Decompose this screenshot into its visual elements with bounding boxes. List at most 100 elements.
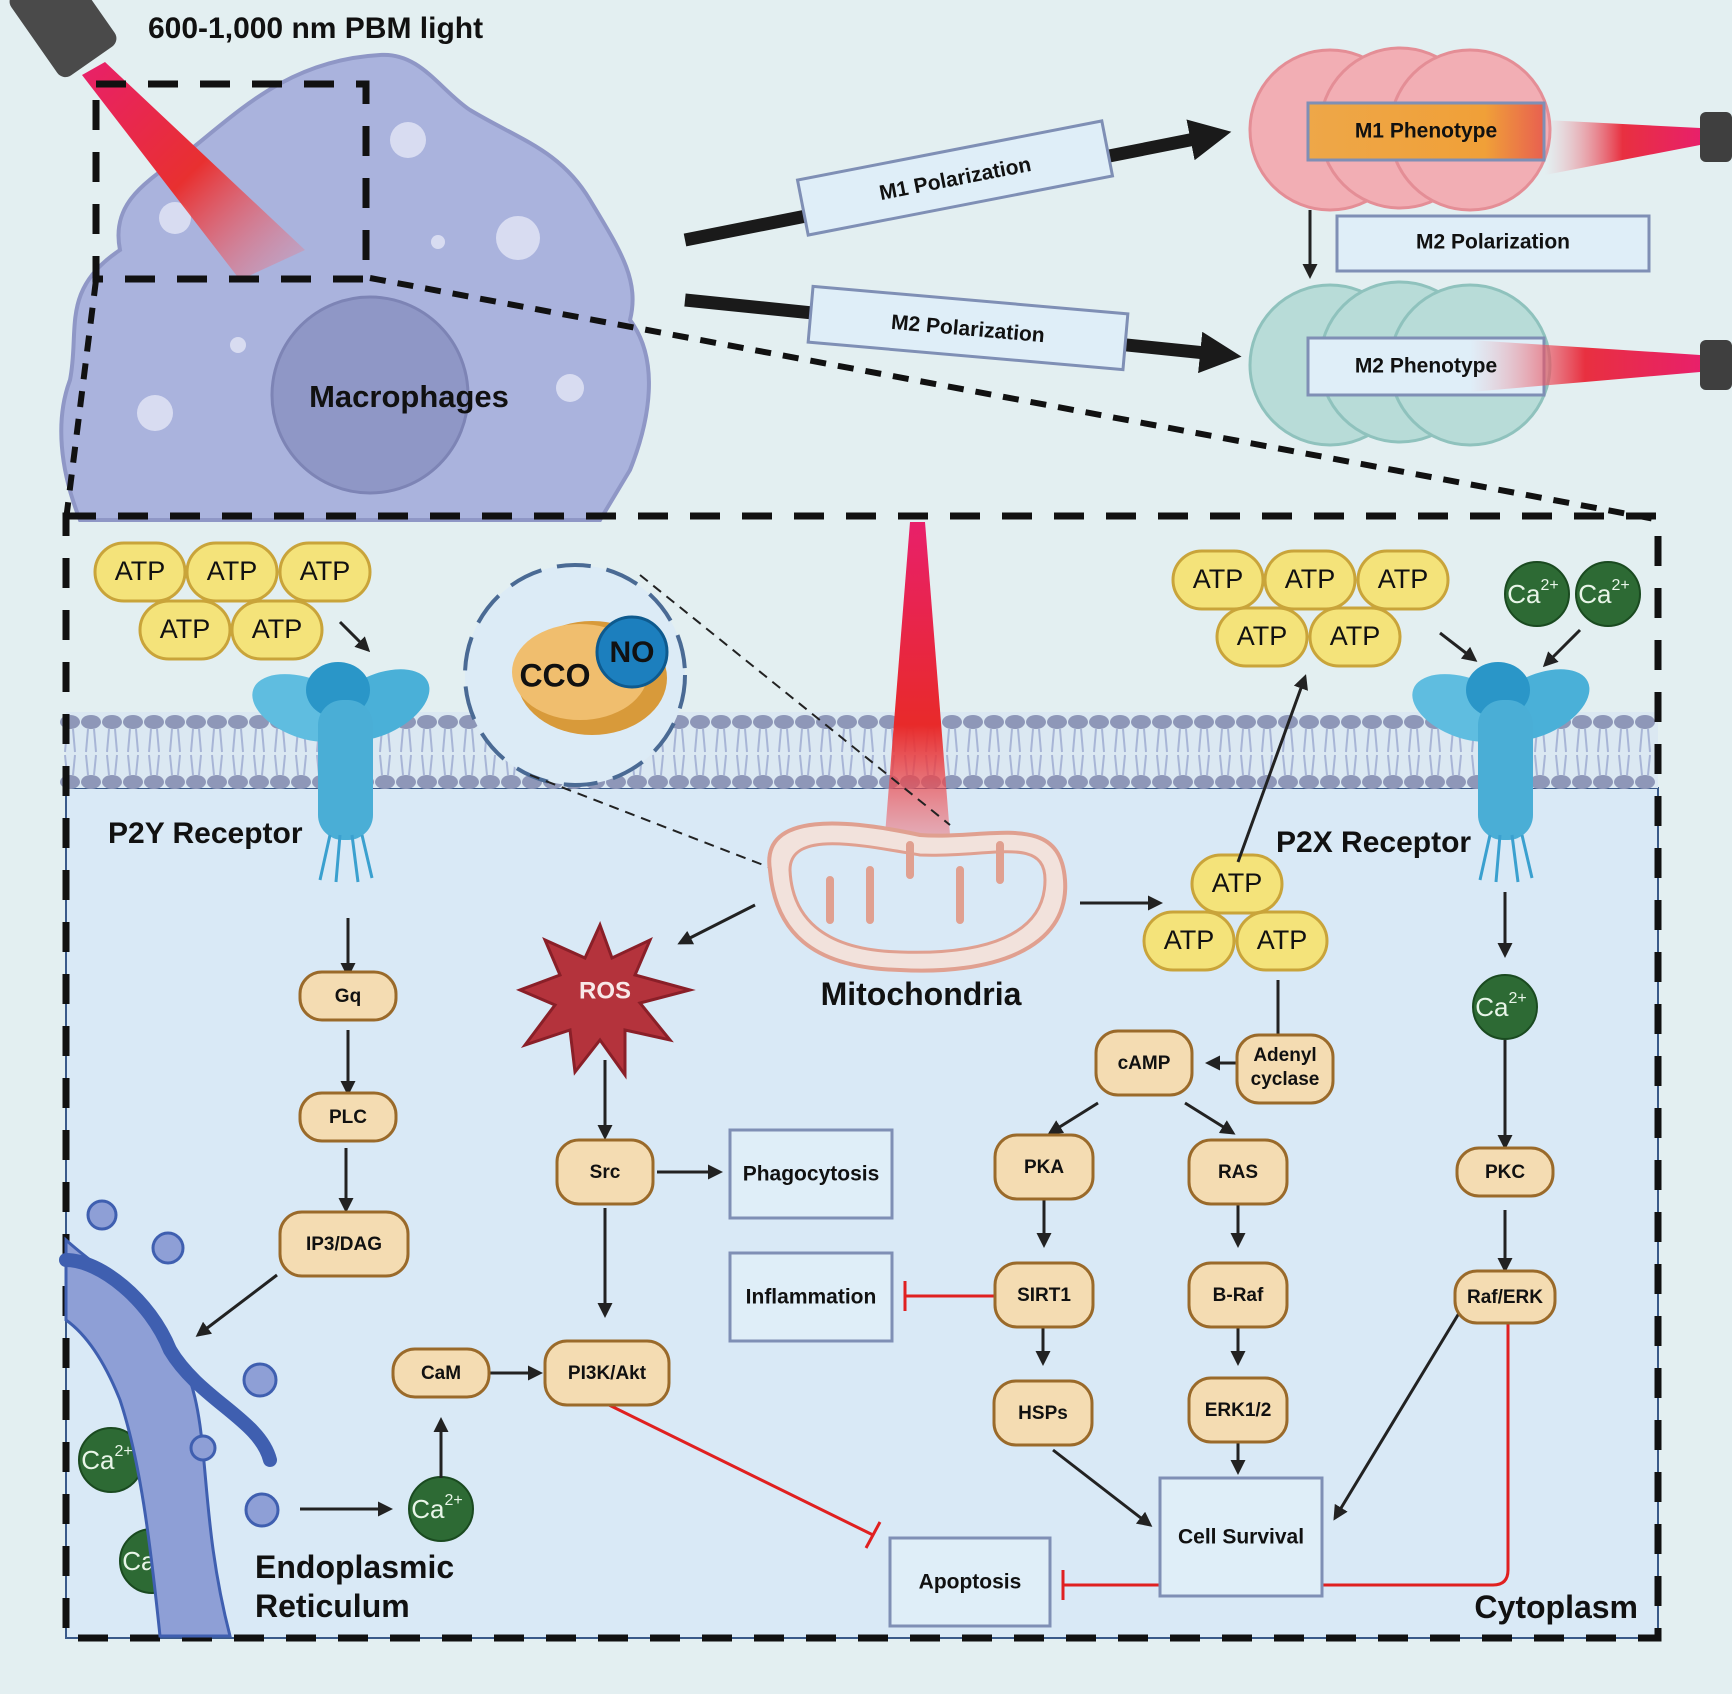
- outcome-label: Inflammation: [746, 1286, 877, 1309]
- atp-molecule: ATP: [1215, 606, 1309, 668]
- atp-molecule: ATP: [278, 541, 372, 603]
- pathway-node-pi3k: PI3K/Akt: [543, 1339, 671, 1407]
- no-molecule: [595, 615, 669, 689]
- calcium-ion: Ca2+: [408, 1476, 474, 1542]
- outcome-inflammation: Inflammation: [728, 1251, 894, 1343]
- atp-molecule: ATP: [1190, 853, 1284, 915]
- endoplasmic-reticulum: [59, 1199, 280, 1638]
- er-label-line2: Reticulum: [255, 1588, 410, 1624]
- atp-molecule: ATP: [1142, 910, 1236, 972]
- atp-label: ATP: [1378, 564, 1429, 594]
- inhibition-lines: [604, 1281, 1510, 1600]
- laser-beam-m2: [1470, 340, 1700, 392]
- atp-label: ATP: [1285, 564, 1336, 594]
- node-label: Src: [590, 1162, 621, 1183]
- node-label: ERK1/2: [1205, 1400, 1272, 1421]
- ros-burst: ROS: [515, 921, 696, 1080]
- node-label: SIRT1: [1017, 1285, 1071, 1306]
- zoom-line-left: [63, 279, 99, 521]
- pathway-node-braf: B-Raf: [1187, 1261, 1289, 1329]
- node-label: cAMP: [1118, 1053, 1171, 1074]
- outcome-apoptosis: Apoptosis: [888, 1536, 1052, 1628]
- atp-molecule: ATP: [230, 599, 324, 661]
- atp-molecule: ATP: [138, 599, 232, 661]
- p2y-receptor: [252, 662, 430, 883]
- node-label: B-Raf: [1213, 1285, 1264, 1306]
- p2y-receptor-label: P2Y Receptor: [108, 817, 303, 850]
- m2-polarization-box: M2 Polarization: [806, 284, 1130, 372]
- cco-label: CCO: [519, 657, 590, 693]
- pathway-node-gq: Gq: [298, 970, 398, 1022]
- node-label: cyclase: [1251, 1069, 1320, 1090]
- ros-label: ROS: [579, 977, 631, 1004]
- pathway-node-ras: RAS: [1187, 1138, 1289, 1206]
- outcome-label: Apoptosis: [919, 1571, 1022, 1594]
- pathway-node-raferk: Raf/ERK: [1453, 1269, 1557, 1325]
- atp-molecule: ATP: [185, 541, 279, 603]
- laser-device-m1: [1700, 112, 1732, 162]
- calcium-ion: Ca2+: [1575, 561, 1641, 627]
- atp-label: ATP: [207, 556, 258, 586]
- mitochondria-label: Mitochondria: [821, 976, 1022, 1012]
- outcome-label: Cell Survival: [1178, 1526, 1304, 1549]
- laser-device-top-left: [9, 0, 305, 280]
- inset-line-top: [639, 574, 951, 826]
- pathway-node-hsps: HSPs: [992, 1379, 1094, 1447]
- atp-label: ATP: [1330, 621, 1381, 651]
- node-label: PLC: [329, 1107, 367, 1128]
- calcium-ion: Ca2+: [1472, 974, 1538, 1040]
- p2x-receptor-label: P2X Receptor: [1276, 826, 1471, 859]
- node-label: PI3K/Akt: [568, 1363, 647, 1384]
- atp-label: ATP: [1257, 925, 1308, 955]
- m1-to-m2-polarization-box: M2 Polarization: [1335, 214, 1651, 273]
- laser-device-m2: [1700, 340, 1732, 390]
- pathway-node-plc: PLC: [298, 1091, 398, 1143]
- pathway-arrows: [195, 620, 1582, 1527]
- m1-phenotype-box: M1 Phenotype: [1306, 101, 1546, 162]
- cco-inset: CCO NO: [463, 563, 687, 787]
- laser-beam-m1: [1545, 120, 1700, 175]
- pathway-node-adenyl-cyclase: Adenyl cyclase: [1235, 1033, 1335, 1105]
- atp-molecule: ATP: [1308, 606, 1402, 668]
- m1-polarization-box: M1 Polarization: [795, 119, 1115, 237]
- p2x-receptor: [1412, 662, 1590, 883]
- node-label: Adenyl: [1253, 1045, 1316, 1066]
- node-label: PKC: [1485, 1162, 1525, 1183]
- node-label: PKA: [1024, 1157, 1064, 1178]
- pathway-node-pkc: PKC: [1455, 1146, 1555, 1198]
- outcome-label: Phagocytosis: [743, 1163, 880, 1186]
- zoom-panel-frame: [62, 512, 1662, 1642]
- outcome-phagocytosis: Phagocytosis: [728, 1128, 894, 1220]
- nucleus: [270, 295, 470, 495]
- atp-molecule: ATP: [93, 541, 187, 603]
- atp-molecule: ATP: [1171, 549, 1265, 611]
- atp-label: ATP: [1164, 925, 1215, 955]
- atp-label: ATP: [1193, 564, 1244, 594]
- outcome-cell-survival: Cell Survival: [1158, 1476, 1324, 1598]
- macrophage-label: Macrophages: [309, 379, 509, 414]
- pathway-node-ip3dag: IP3/DAG: [278, 1210, 410, 1278]
- zoom-region-box: [92, 80, 370, 283]
- atp-molecule: ATP: [1356, 549, 1450, 611]
- laser-beam-center: [883, 522, 952, 860]
- mitochondria: [767, 821, 1068, 973]
- atp-label: ATP: [252, 614, 303, 644]
- atp-molecule: ATP: [1235, 910, 1329, 972]
- pathway-node-sirt1: SIRT1: [993, 1261, 1095, 1329]
- node-label: CaM: [421, 1363, 461, 1384]
- atp-label: ATP: [1212, 868, 1263, 898]
- node-label: Raf/ERK: [1467, 1287, 1543, 1308]
- atp-label: ATP: [115, 556, 166, 586]
- er-label-line1: Endoplasmic: [255, 1549, 454, 1585]
- pathway-node-cam: CaM: [391, 1347, 491, 1399]
- m2-phenotype-box: M2 Phenotype: [1306, 336, 1700, 397]
- atp-molecule: ATP: [1263, 549, 1357, 611]
- no-label: NO: [610, 636, 655, 669]
- pathway-node-camp: cAMP: [1094, 1029, 1194, 1097]
- atp-label: ATP: [300, 556, 351, 586]
- node-label: HSPs: [1018, 1403, 1068, 1424]
- svg-text:M2 Phenotype: M2 Phenotype: [1355, 355, 1497, 378]
- svg-text:M2 Polarization: M2 Polarization: [1416, 231, 1570, 254]
- atp-label: ATP: [1237, 621, 1288, 651]
- calcium-ion: Ca2+: [1504, 561, 1570, 627]
